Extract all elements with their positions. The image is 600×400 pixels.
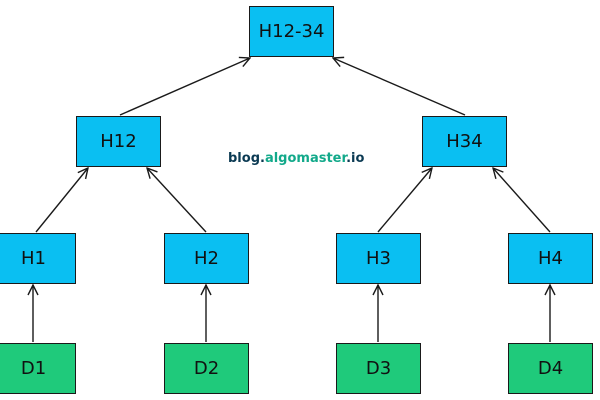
node-d2: D2 [164, 343, 249, 394]
edge-h3-to-h34 [377, 168, 432, 233]
node-d4: D4 [508, 343, 593, 394]
node-d1: D1 [0, 343, 76, 394]
edge-h34-to-h1234 [333, 58, 466, 116]
node-h12-34: H12-34 [249, 6, 334, 57]
node-d3: D3 [336, 343, 421, 394]
watermark-brand: algomaster [264, 151, 347, 166]
node-h4: H4 [508, 233, 593, 284]
edge-h1-to-h12 [35, 168, 88, 233]
watermark-prefix: blog. [228, 151, 265, 166]
edge-h2-to-h12 [147, 168, 207, 233]
node-h1: H1 [0, 233, 76, 284]
watermark: blog.algomaster.io [228, 151, 364, 166]
edge-h12-to-h1234 [119, 58, 250, 116]
watermark-suffix: .io [346, 151, 365, 166]
node-h2: H2 [164, 233, 249, 284]
node-h3: H3 [336, 233, 421, 284]
node-h12: H12 [76, 116, 161, 167]
edge-h4-to-h34 [493, 168, 551, 233]
node-h34: H34 [422, 116, 507, 167]
